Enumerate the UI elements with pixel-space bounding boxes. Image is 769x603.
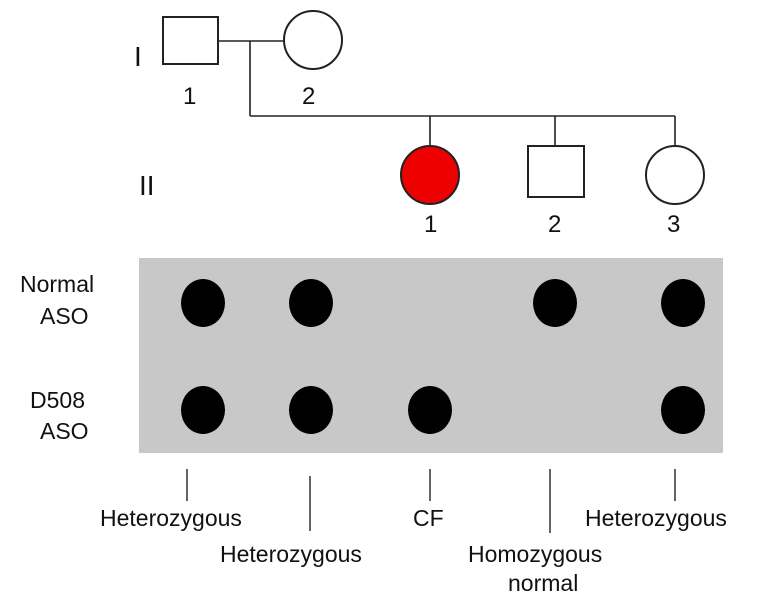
genotype-label-1: Heterozygous — [100, 505, 242, 531]
blot-dot-row1-col1 — [181, 279, 225, 327]
genotype-label-2: Heterozygous — [220, 541, 362, 567]
blot-dot-row1-col4 — [533, 279, 577, 327]
genotype-label-4-line1: Homozygous — [468, 541, 602, 567]
genotype-label-3: CF — [413, 505, 444, 531]
d508-aso-label-line2: ASO — [40, 418, 89, 444]
blot-dot-row2-col5 — [661, 386, 705, 434]
gen1-individual-2-female — [283, 10, 343, 70]
blot-dots — [181, 279, 705, 434]
gen1-individual-1-number: 1 — [183, 83, 196, 110]
normal-aso-label-line2: ASO — [40, 303, 89, 329]
blot-dot-row1-col5 — [661, 279, 705, 327]
genotype-ticks — [186, 469, 676, 533]
genotype-label-5: Heterozygous — [585, 505, 727, 531]
pedigree-connectors — [219, 40, 676, 145]
genotype-label-4-line2: normal — [508, 570, 578, 596]
gen2-individual-1-number: 1 — [424, 211, 437, 238]
normal-aso-label-line1: Normal — [20, 271, 94, 297]
gen1-individual-1-male — [162, 16, 219, 65]
blot-dot-row1-col2 — [289, 279, 333, 327]
gen1-individual-2-number: 2 — [302, 83, 315, 110]
generation-label-2: II — [139, 170, 155, 201]
gen2-individual-3-female — [645, 145, 705, 205]
gen2-individual-3-number: 3 — [667, 211, 680, 238]
blot-dot-row2-col3 — [408, 386, 452, 434]
gen2-individual-2-male — [527, 145, 585, 198]
blot-dot-row2-col2 — [289, 386, 333, 434]
blot-dot-row2-col1 — [181, 386, 225, 434]
d508-aso-label-line1: D508 — [30, 387, 85, 413]
generation-label-1: I — [134, 41, 142, 72]
gen2-individual-2-number: 2 — [548, 211, 561, 238]
gen2-individual-1-affected-female — [400, 145, 460, 205]
